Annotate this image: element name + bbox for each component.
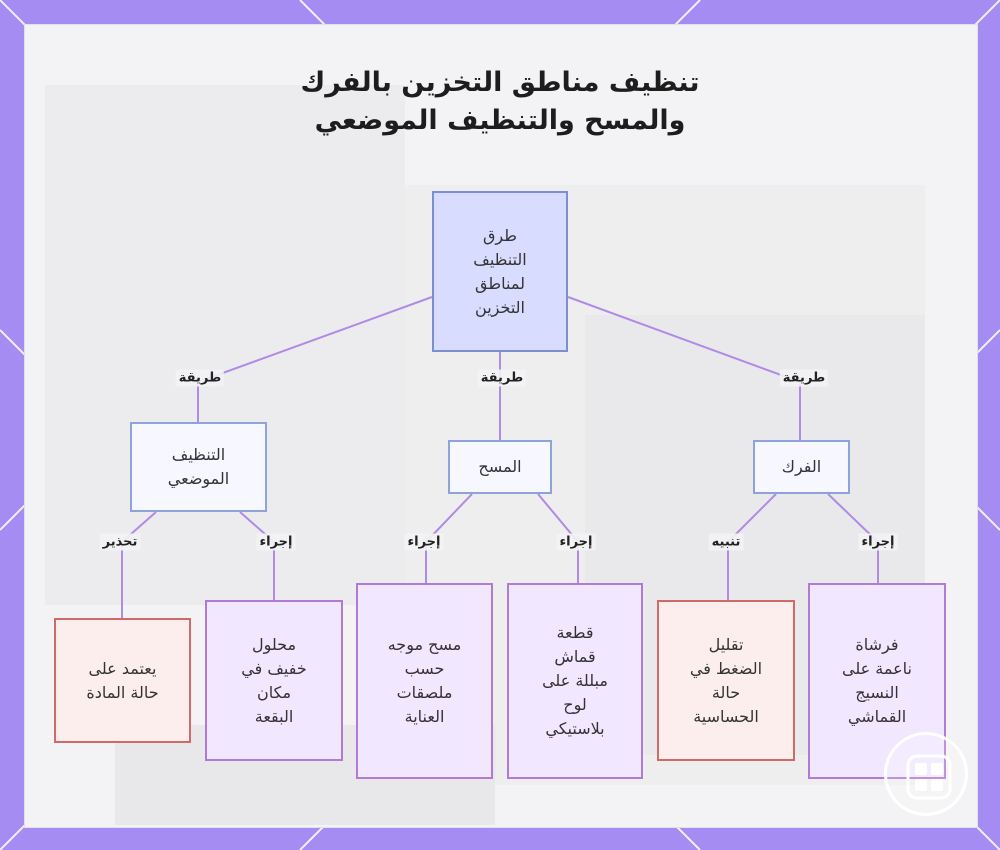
node-material-dependent: يعتمد على حالة المادة [54,618,191,743]
edge-label-method-wipe: طريقة [477,369,527,387]
edge-label-procedure-cloth: إجراء [556,533,596,551]
edge-label-method-spot: طريقة [175,369,225,387]
node-spot-cleaning: التنظيف الموضعي [130,422,267,512]
node-reduce-pressure: تقليل الضغط في حالة الحساسية [657,600,795,761]
edge-root-scrub [567,296,801,383]
node-directed-wipe: مسح موجه حسب ملصقات العناية [356,583,493,779]
diagram-title: تنظيف مناطق التخزين بالفرك والمسح والتنظ… [0,64,1000,140]
edge-label-method-scrub: طريقة [779,369,829,387]
node-wiping: المسح [448,440,552,494]
node-mild-solvent: محلول خفيف في مكان البقعة [205,600,343,761]
node-scrubbing: الفرك [753,440,850,494]
edge-label-procedure-directed: إجراء [404,533,444,551]
title-line-2: والمسح والتنظيف الموضعي [314,105,686,136]
grid-icon [906,754,952,800]
edge-label-note-pressure: تنبيه [708,533,744,551]
title-line-1: تنظيف مناطق التخزين بالفرك [300,67,700,98]
edge-label-procedure-brush: إجراء [858,533,898,551]
grid-view-button[interactable] [884,732,968,816]
node-root: طرق التنظيف لمناطق التخزين [432,191,568,352]
edge-label-procedure-solvent: إجراء [256,533,296,551]
edge-label-caution-material: تحذير [99,533,141,551]
node-damp-cloth: قطعة قماش مبللة على لوح بلاستيكي [507,583,643,779]
edge-root-spot [197,296,433,383]
